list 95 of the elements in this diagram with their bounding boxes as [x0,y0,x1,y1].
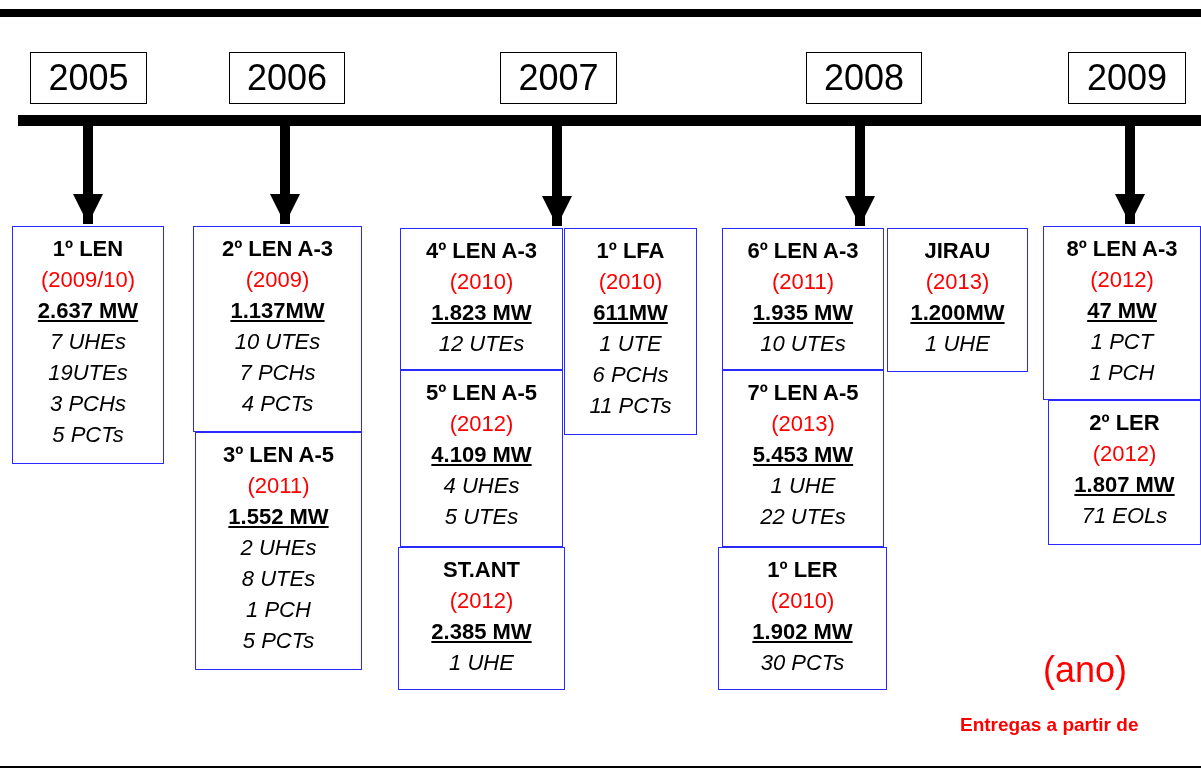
delivery-year: (2013) [925,268,990,296]
auction-name: ST.ANT [443,556,520,584]
capacity-value: 2.637 MW [37,297,139,325]
plant-count: 5 UTEs [444,503,519,531]
plant-count: 1 UHE [770,472,836,500]
plant-count: 11 PCTs [589,392,672,420]
auction-box [1048,400,1201,545]
capacity-value: 1.935 MW [752,299,854,327]
auction-box [193,226,362,432]
delivery-year: (2009) [245,266,310,294]
year-label: 2008 [823,60,905,96]
auction-name: 3º LEN A-5 [222,441,335,469]
plant-count: 7 PCHs [239,359,316,387]
arrow [270,126,300,224]
auction-name: 1º LER [767,556,838,584]
auction-name: 8º LEN A-3 [1066,235,1178,263]
auction-name: 7º LEN A-5 [747,379,859,407]
year-label: 2009 [1086,60,1168,96]
auction-box [722,370,884,547]
plant-count: 5 PCTs [242,627,315,655]
delivery-year: (2012) [1092,440,1157,468]
auction-name: 5º LEN A-5 [425,379,538,407]
auction-box [1043,226,1201,400]
arrow [73,126,103,224]
year-box [1068,52,1186,104]
capacity-value: 611MW [593,299,668,327]
delivery-year: (2013) [771,410,835,438]
plant-count: 1 UHE [449,649,514,677]
capacity-value: 47 MW [1087,297,1157,325]
plant-count: 1 PCT [1090,328,1154,356]
capacity-value: 1.137MW [230,297,325,325]
capacity-value: 1.807 MW [1074,471,1175,499]
auction-name: 4º LEN A-3 [425,237,538,265]
delivery-year: (2012) [1090,266,1154,294]
year-label: 2007 [518,60,599,96]
year-box [806,52,922,104]
capacity-value: 1.823 MW [431,299,532,327]
auction-name: JIRAU [924,237,991,265]
delivery-year: (2010) [449,268,514,296]
capacity-value: 2.385 MW [431,618,532,646]
auction-box [400,370,563,547]
plant-count: 12 UTEs [438,330,525,358]
delivery-year: (2012) [449,410,514,438]
capacity-value: 4.109 MW [431,441,532,469]
year-label: 2006 [246,60,328,96]
legend-note: (ano) [1041,652,1128,688]
plant-count: 1 UHE [925,330,990,358]
auction-box [718,547,887,690]
arrow [542,126,572,226]
delivery-year: (2011) [247,472,310,500]
plant-count: 10 UTEs [760,330,846,358]
plant-count: 5 PCTs [52,421,124,449]
delivery-year: (2010) [770,587,835,615]
auction-box [398,547,565,690]
plant-count: 71 EOLs [1081,502,1168,530]
arrow [845,126,875,226]
plant-count: 7 UHEs [50,328,126,356]
auction-name: 1º LEN [52,235,124,263]
arrow [1115,126,1145,224]
capacity-value: 5.453 MW [752,441,854,469]
plant-count: 4 UHEs [443,472,520,500]
capacity-value: 1.552 MW [228,503,329,531]
auction-box [195,432,362,670]
delivery-year: (2011) [772,268,834,296]
year-box [500,52,617,104]
capacity-value: 1.200MW [910,299,1005,327]
auction-name: 1º LFA [596,237,665,265]
plant-count: 19UTEs [48,359,128,387]
plant-count: 2 UHEs [240,534,317,562]
plant-count: 10 UTEs [234,328,321,356]
plant-count: 1 PCH [246,596,311,624]
plant-count: 4 PCTs [241,390,314,418]
auction-name: 6º LEN A-3 [747,237,859,265]
auction-box [887,228,1028,372]
auction-box [400,228,563,370]
year-box [229,52,345,104]
legend-caption: Entregas a partir de [960,713,1139,737]
delivery-year: (2012) [449,587,514,615]
delivery-year: (2009/10) [40,266,136,294]
plant-count: 1 PCH [1089,359,1155,387]
plant-count: 1 UTE [599,330,662,358]
plant-count: 22 UTEs [760,503,846,531]
plant-count: 30 PCTs [760,649,845,677]
year-box [30,52,147,104]
delivery-year: (2010) [598,268,663,296]
capacity-value: 1.902 MW [752,618,853,646]
auction-box [12,226,164,464]
auction-box [722,228,884,370]
auction-box [564,228,697,435]
plant-count: 6 PCHs [592,361,669,389]
year-label: 2005 [48,60,129,96]
plant-count: 3 PCHs [50,390,126,418]
auction-name: 2º LER [1089,409,1160,437]
plant-count: 8 UTEs [241,565,316,593]
auction-name: 2º LEN A-3 [221,235,334,263]
